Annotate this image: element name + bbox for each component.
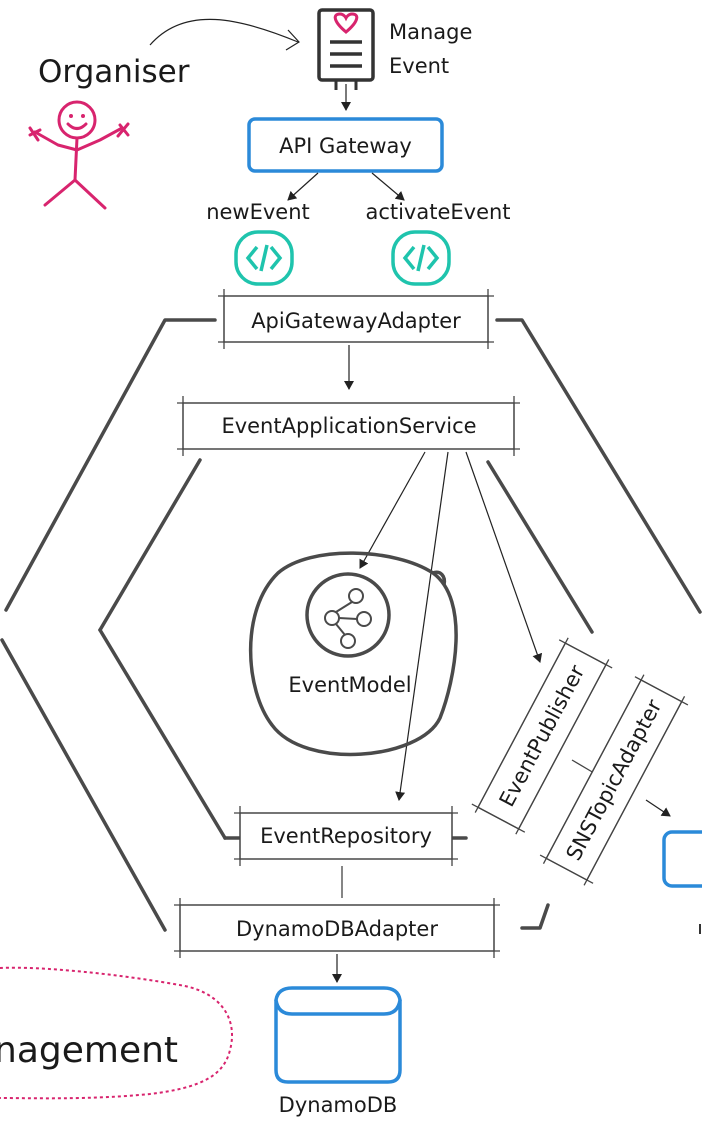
organiser-actor: Organiser: [28, 18, 300, 210]
dynamodb-adapter-label: DynamoDBAdapter: [236, 917, 438, 941]
outer-hexagon: [0, 318, 702, 932]
event-model-label: EventModel: [288, 673, 411, 697]
event-repository-node: EventRepository: [234, 806, 458, 898]
inner-hexagon: [98, 458, 594, 840]
bounded-context-cloud: nagement: [0, 966, 233, 1100]
api-gateway-node: API Gateway: [247, 117, 444, 201]
code-icon: [234, 230, 294, 286]
dynamodb-label: DynamoDB: [279, 1093, 398, 1117]
document-heart-icon: [317, 8, 375, 90]
dynamodb-node: DynamoDB: [274, 986, 402, 1117]
bounded-context-label: nagement: [0, 1030, 178, 1071]
domain-model-icon: [305, 572, 391, 658]
api-gateway-adapter-label: ApiGatewayAdapter: [251, 309, 461, 333]
database-icon: [274, 986, 402, 1084]
event-repository-label: EventRepository: [260, 824, 432, 848]
publisher-adapter-connector: [571, 759, 595, 774]
actor-label: Organiser: [38, 54, 190, 90]
stick-figure-icon: [28, 100, 130, 210]
sns-topic-node: [662, 830, 702, 888]
api-gateway-adapter-node: ApiGatewayAdapter: [218, 289, 494, 390]
activate-event-label: activateEvent: [365, 200, 510, 224]
new-event-label: newEvent: [206, 200, 310, 224]
event-application-service-label: EventApplicationService: [221, 414, 476, 438]
manage-event: Manage Event: [317, 8, 472, 111]
code-icon: [391, 230, 451, 286]
manage-event-label-line2: Event: [389, 54, 449, 78]
service-arrows: [359, 451, 543, 801]
event-publisher-label: EventPublisher: [495, 661, 590, 811]
sns-topic-adapter-label: SNSTopicAdapter: [562, 695, 667, 864]
dynamodb-adapter-node: DynamoDBAdapter: [174, 898, 500, 983]
actor-to-manage-arrow: [149, 18, 299, 46]
event-application-service-node: EventApplicationService: [177, 396, 520, 456]
endpoints: newEvent activateEvent: [206, 200, 511, 286]
manage-event-label-line1: Manage: [389, 20, 472, 44]
api-gateway-label: API Gateway: [279, 134, 412, 158]
event-model-node: EventModel: [248, 551, 458, 757]
